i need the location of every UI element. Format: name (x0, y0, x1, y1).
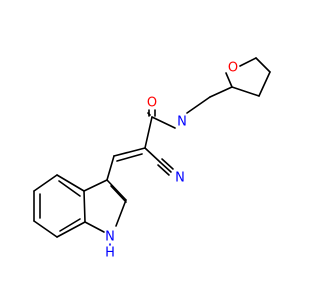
bond-thf-4 (258, 71, 271, 97)
bond-pyr-4 (83, 190, 86, 223)
bond-alkene-b (116, 153, 143, 162)
bond-namide-ch2 (186, 96, 211, 114)
bond-pyr-1a (106, 179, 127, 201)
atom-O-carbonyl: O (147, 96, 157, 111)
bond-alpha-cn (144, 147, 161, 163)
bond-c-namide (151, 116, 176, 129)
bond-cn-triple-3 (157, 164, 170, 176)
bond-benz-5 (56, 221, 86, 238)
bond-thf-5 (231, 86, 260, 97)
bond-pyr-3 (84, 221, 105, 233)
atom-N-nitrile: N (175, 171, 185, 186)
bond-thf-1 (225, 72, 233, 88)
bond-benz-4 (33, 220, 58, 238)
atom-O-thf: O (228, 61, 238, 76)
bond-pyr-1b (110, 185, 127, 203)
bond-benz-2 (33, 174, 58, 192)
atom-H-indole: H (105, 246, 115, 261)
bond-c-alpha (144, 116, 153, 149)
atom-N-indole: N (105, 230, 115, 245)
bond-ch2-thf (209, 86, 233, 98)
bond-thf-3 (255, 57, 271, 73)
bond-thf-2 (239, 57, 257, 67)
bond-alkene-a (113, 147, 146, 157)
bond-cn-triple-1 (159, 161, 172, 173)
bond-benz-1 (56, 174, 85, 192)
bond-benz-5b (59, 218, 81, 232)
molecule-diagram: O N N N H O (33, 57, 271, 261)
bond-pyr-2 (115, 199, 127, 227)
atom-N-amide: N (177, 115, 187, 130)
bond-pyr-5 (83, 179, 108, 192)
bond-cn-triple-2 (161, 158, 174, 170)
bond-benz-1b (58, 180, 81, 197)
bond-beta-indole (106, 155, 115, 181)
molecule-structure: O N N N H O (33, 57, 271, 261)
